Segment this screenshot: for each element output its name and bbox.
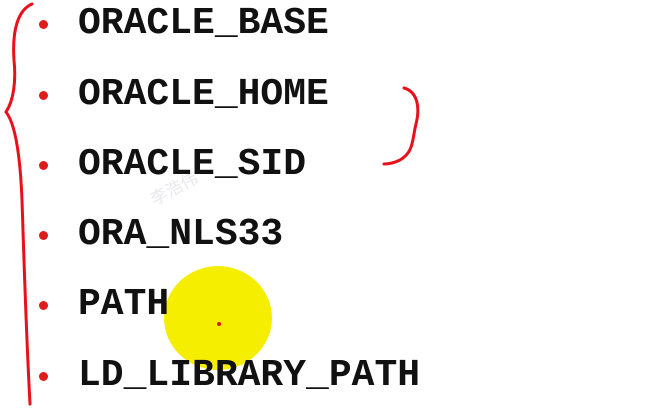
bullet-icon <box>39 91 48 100</box>
list-item-path: PATH <box>0 281 620 331</box>
list-item-label: ORACLE_BASE <box>78 2 329 45</box>
list-item-ld-library-path: LD_LIBRARY_PATH <box>0 352 620 402</box>
left-curly-brace-annotation <box>4 2 34 406</box>
bullet-icon <box>39 301 48 310</box>
list-item-ora-nls33: ORA_NLS33 <box>0 211 620 261</box>
list-item-oracle-home: ORACLE_HOME <box>0 71 620 121</box>
bullet-icon <box>39 231 48 240</box>
list-item-label: LD_LIBRARY_PATH <box>78 354 421 397</box>
list-item-oracle-sid: ORACLE_SID <box>0 141 620 191</box>
list-item-oracle-base: ORACLE_BASE <box>0 0 620 50</box>
bullet-icon <box>39 372 48 381</box>
list-item-label: ORACLE_SID <box>78 143 307 186</box>
bullet-icon <box>39 161 48 170</box>
list-item-label: PATH <box>78 283 170 326</box>
list-item-label: ORACLE_HOME <box>78 73 329 116</box>
list-item-label: ORA_NLS33 <box>78 213 284 256</box>
right-bracket-annotation <box>382 86 420 166</box>
cursor-highlight <box>164 266 272 370</box>
bullet-icon <box>39 20 48 29</box>
cursor-dot <box>217 322 221 326</box>
